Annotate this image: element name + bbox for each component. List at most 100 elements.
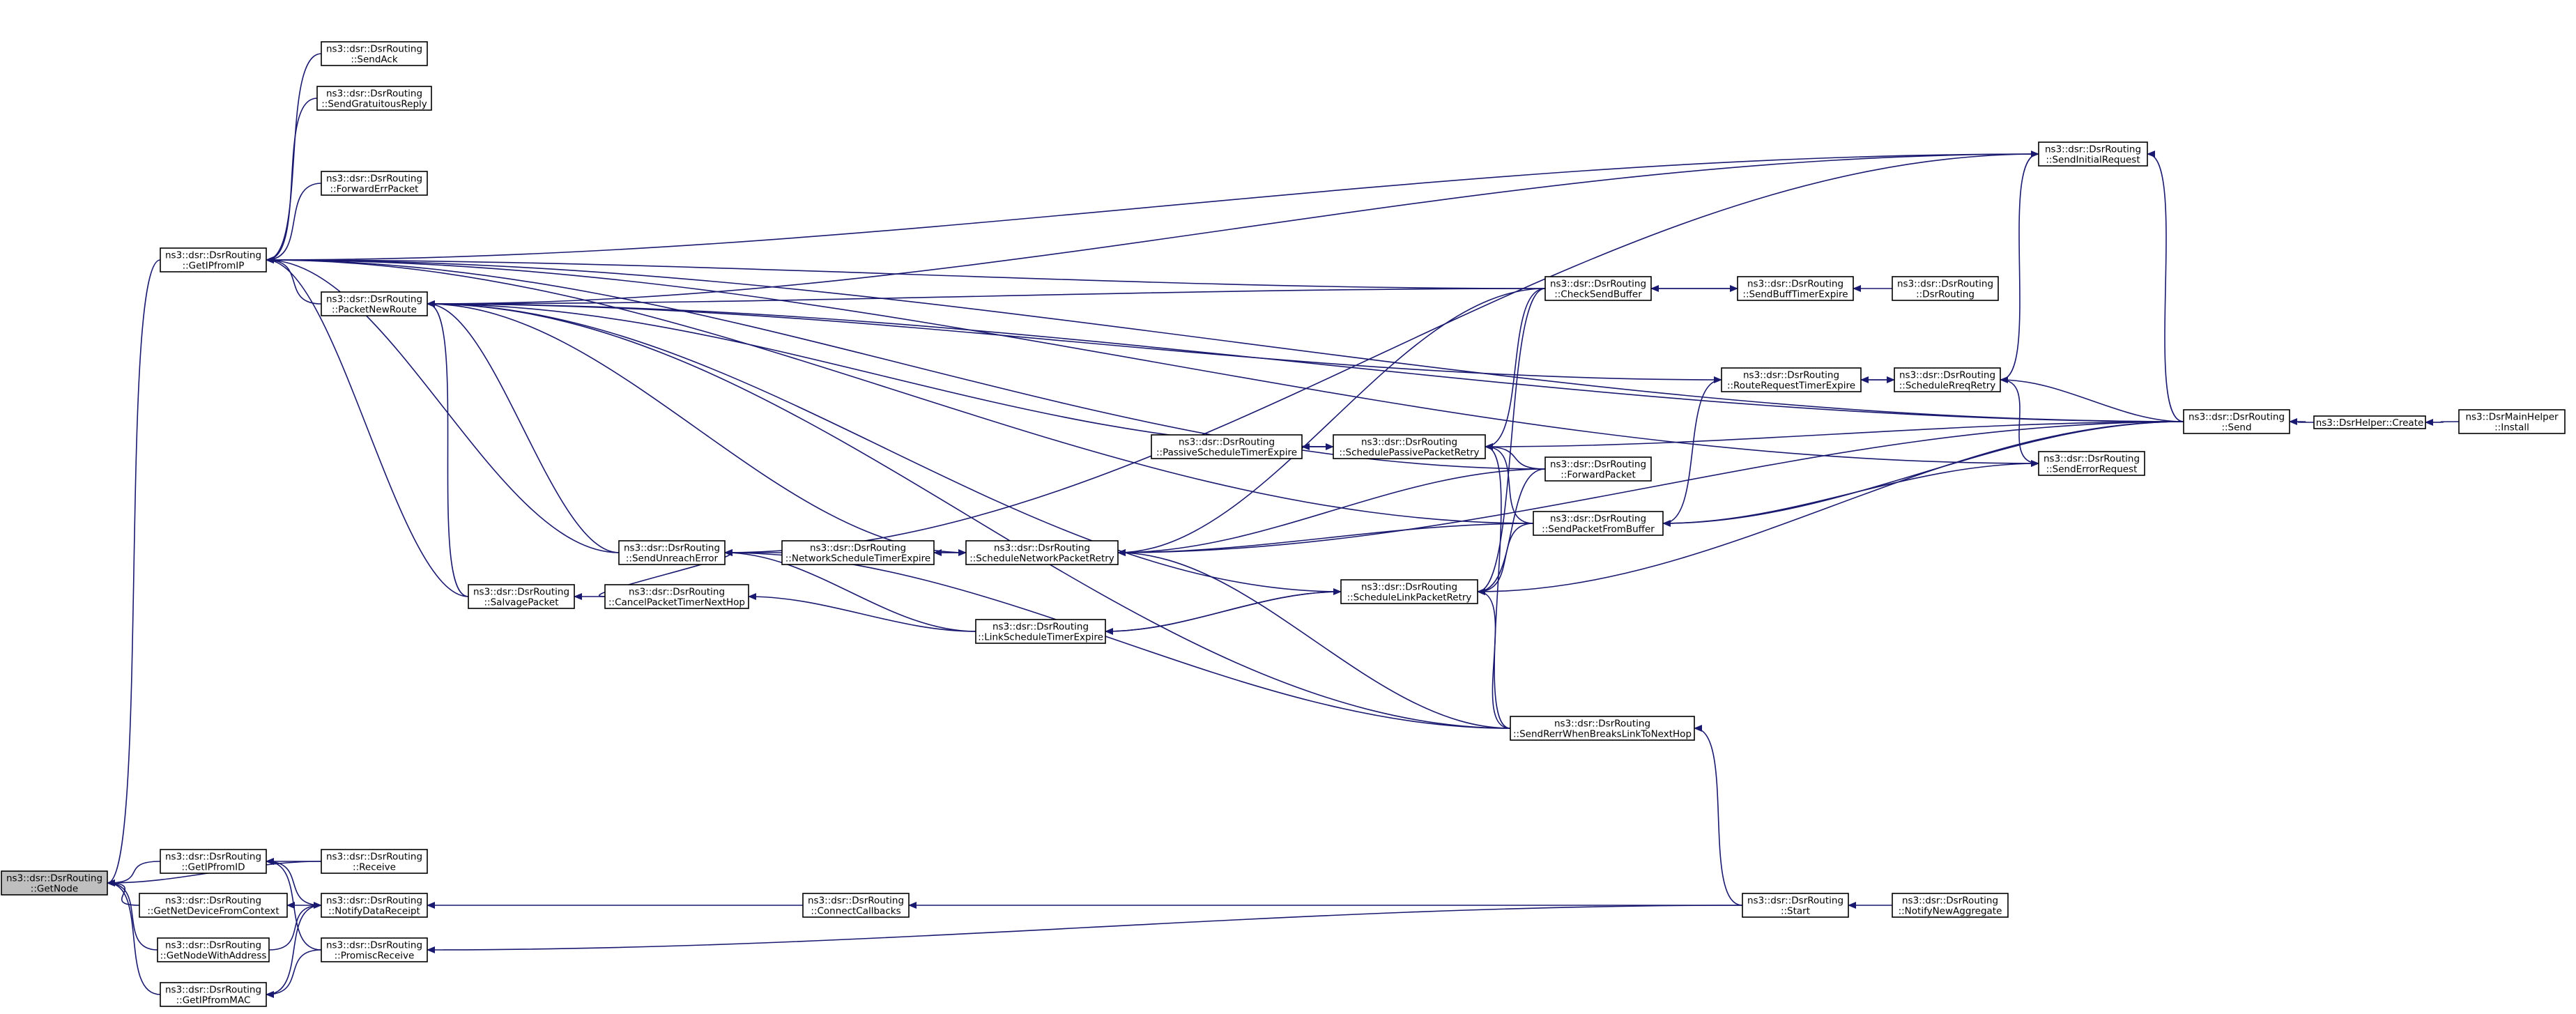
edge-send-packet-from-buffer-to-get-i-pfrom-ip (266, 256, 1534, 524)
edge-schedule-rreq-retry-to-send-error-request (2000, 379, 2039, 467)
node-label-line: ns3::dsr::DsrRouting (473, 587, 569, 598)
edge-promisc-receive-to-get-i-pfrom-mac (266, 949, 322, 998)
edge-send-initial-request-to-send-unreach-error (724, 153, 2039, 556)
edge-send-packet-from-buffer-to-schedule-link-packet-retry (1477, 523, 1534, 595)
node-connect-callbacks[interactable]: ns3::dsr::DsrRouting::ConnectCallbacks (802, 893, 910, 918)
node-box (1721, 367, 1862, 392)
node-box (321, 291, 428, 316)
node-label-line: ::SendPacketFromBuffer (1542, 524, 1655, 535)
node-network-schedule-timer-expire[interactable]: ns3::dsr::DsrRouting::NetworkScheduleTim… (781, 540, 935, 565)
node-schedule-rreq-retry[interactable]: ns3::dsr::DsrRouting::ScheduleRreqRetry (1894, 367, 2001, 392)
node-label-line: ::GetNetDeviceFromContext (147, 906, 279, 917)
node-box (1742, 893, 1849, 918)
node-label-line: ::NotifyNewAggregate (1899, 906, 2002, 917)
node-notify-new-aggregate[interactable]: ns3::dsr::DsrRouting::NotifyNewAggregate (1892, 893, 2009, 918)
node-forward-err-packet[interactable]: ns3::dsr::DsrRouting::ForwardErrPacket (321, 171, 428, 196)
node-box (1544, 456, 1652, 482)
edge-forward-packet-to-schedule-passive-packet-retry (1485, 443, 1546, 470)
node-label-line: ns3::dsr::DsrRouting (1743, 370, 1839, 381)
edge-send-to-schedule-link-packet-retry (1477, 421, 2184, 595)
node-box (2038, 451, 2145, 476)
node-label-line: ::ForwardPacket (1561, 470, 1636, 481)
node-dsr-routing-ctor[interactable]: ns3::dsr::DsrRouting::DsrRouting (1892, 276, 1999, 301)
node-send-gratuitous-reply[interactable]: ns3::dsr::DsrRouting::SendGratuitousRepl… (316, 86, 432, 111)
node-send[interactable]: ns3::dsr::DsrRouting::Send (2183, 409, 2290, 434)
node-get-i-pfrom-mac[interactable]: ns3::dsr::DsrRouting::GetIPfromMAC (160, 982, 267, 1007)
node-forward-packet[interactable]: ns3::dsr::DsrRouting::ForwardPacket (1544, 456, 1652, 482)
edge-send-rerr-when-breaks-link-to-next-hop-to-send-unreach-error (724, 549, 1511, 729)
node-label-line: ns3::dsr::DsrRouting (165, 896, 261, 907)
node-box (1892, 893, 2009, 918)
node-send-rerr-when-breaks-link-to-next-hop[interactable]: ns3::dsr::DsrRouting::SendRerrWhenBreaks… (1510, 716, 1695, 741)
node-send-unreach-error[interactable]: ns3::dsr::DsrRouting::SendUnreachError (618, 540, 726, 565)
node-label-line: ::DsrRouting (1916, 289, 1975, 300)
node-get-i-pfrom-ip[interactable]: ns3::dsr::DsrRouting::GetIPfromIP (160, 247, 267, 272)
node-label-line: ::GetIPfromIP (183, 261, 245, 272)
edge-get-net-device-from-context-to-get-node (107, 879, 140, 906)
node-box (1510, 716, 1695, 741)
node-label-line: ::PacketNewRoute (332, 305, 417, 316)
node-salvage-packet[interactable]: ns3::dsr::DsrRouting::SalvagePacket (468, 584, 575, 609)
edge-check-send-buffer-to-schedule-link-packet-retry (1477, 288, 1546, 595)
node-label-line: ns3::dsr::DsrRouting (992, 622, 1089, 633)
node-passive-schedule-timer-expire[interactable]: ns3::dsr::DsrRouting::PassiveScheduleTim… (1151, 434, 1303, 459)
node-get-i-pfrom-id[interactable]: ns3::dsr::DsrRouting::GetIPfromID (160, 849, 267, 874)
node-box (2183, 409, 2290, 434)
edge-packet-new-route-to-get-i-pfrom-ip (266, 256, 322, 305)
node-label-line: ns3::dsr::DsrRouting (165, 940, 261, 951)
node-label-line: ns3::dsr::DsrRouting (1179, 437, 1275, 448)
node-cancel-packet-timer-next-hop[interactable]: ns3::dsr::DsrRouting::CancelPacketTimerN… (604, 584, 749, 609)
node-get-node[interactable]: ns3::dsr::DsrRouting::GetNode (1, 870, 108, 896)
edge-send-rerr-when-breaks-link-to-next-hop-to-schedule-network-packet-retry (1117, 549, 1511, 729)
node-dsr-main-helper-install[interactable]: ns3::DsrMainHelper::Install (2458, 409, 2566, 434)
node-schedule-passive-packet-retry[interactable]: ns3::dsr::DsrRouting::SchedulePassivePac… (1333, 434, 1486, 459)
node-label-line: ::CheckSendBuffer (1554, 289, 1642, 300)
node-box (1340, 579, 1478, 604)
node-label-line: ::PassiveScheduleTimerExpire (1156, 447, 1297, 459)
node-packet-new-route[interactable]: ns3::dsr::DsrRouting::PacketNewRoute (321, 291, 428, 316)
edge-check-send-buffer-to-get-i-pfrom-ip (266, 256, 1546, 289)
node-box (2313, 415, 2426, 429)
node-label-line: ::Send (2221, 422, 2251, 433)
node-send-buff-timer-expire[interactable]: ns3::dsr::DsrRouting::SendBuffTimerExpir… (1737, 276, 1854, 301)
node-label-line: ns3::dsr::DsrRouting (1897, 279, 1993, 290)
node-box (975, 619, 1106, 644)
node-label-line: ::GetIPfromID (181, 862, 245, 873)
node-start[interactable]: ns3::dsr::DsrRouting::Start (1742, 893, 1849, 918)
node-box (1, 870, 108, 896)
node-label-line: ::Receive (353, 862, 396, 873)
node-label-line: ::ScheduleLinkPacketRetry (1347, 592, 1472, 604)
node-schedule-network-packet-retry[interactable]: ns3::dsr::DsrRouting::ScheduleNetworkPac… (965, 540, 1119, 565)
node-send-error-request[interactable]: ns3::dsr::DsrRouting::SendErrorRequest (2038, 451, 2145, 476)
node-receive[interactable]: ns3::dsr::DsrRouting::Receive (321, 849, 428, 874)
edge-send-packet-from-buffer-to-route-request-timer-expire (1662, 376, 1722, 524)
node-label-line: ::NetworkScheduleTimerExpire (785, 553, 931, 564)
node-send-initial-request[interactable]: ns3::dsr::DsrRouting::SendInitialRequest (2038, 141, 2148, 167)
node-box (139, 893, 288, 918)
edge-send-to-schedule-rreq-retry (2000, 376, 2184, 422)
node-promisc-receive[interactable]: ns3::dsr::DsrRouting::PromiscReceive (321, 937, 428, 962)
node-send-ack[interactable]: ns3::dsr::DsrRouting::SendAck (321, 41, 428, 66)
node-label-line: ::ScheduleNetworkPacketRetry (969, 553, 1114, 564)
edge-start-to-send-rerr-when-breaks-link-to-next-hop (1694, 725, 1743, 906)
nodes-layer: ns3::dsr::DsrRouting::GetNodens3::dsr::D… (1, 41, 2566, 1007)
node-check-send-buffer[interactable]: ns3::dsr::DsrRouting::CheckSendBuffer (1544, 276, 1652, 301)
node-label-line: ::CancelPacketTimerNextHop (608, 597, 745, 608)
node-schedule-link-packet-retry[interactable]: ns3::dsr::DsrRouting::ScheduleLinkPacket… (1340, 579, 1478, 604)
edge-send-to-send-initial-request (2147, 151, 2184, 422)
node-box (2458, 409, 2566, 434)
node-route-request-timer-expire[interactable]: ns3::dsr::DsrRouting::RouteRequestTimerE… (1721, 367, 1862, 392)
node-get-node-with-address[interactable]: ns3::dsr::DsrRouting::GetNodeWithAddress (157, 937, 270, 962)
node-dsr-helper-create[interactable]: ns3::DsrHelper::Create (2313, 415, 2426, 429)
node-get-net-device-from-context[interactable]: ns3::dsr::DsrRouting::GetNetDeviceFromCo… (139, 893, 288, 918)
node-box (321, 171, 428, 196)
edge-notify-data-receipt-to-get-i-pfrom-id (266, 858, 322, 906)
node-label-line: ns3::dsr::DsrRouting (326, 294, 422, 305)
node-label-line: ns3::DsrHelper::Create (2316, 417, 2424, 429)
node-link-schedule-timer-expire[interactable]: ns3::dsr::DsrRouting::LinkScheduleTimerE… (975, 619, 1106, 644)
node-send-packet-from-buffer[interactable]: ns3::dsr::DsrRouting::SendPacketFromBuff… (1533, 511, 1664, 536)
node-label-line: ns3::dsr::DsrRouting (1902, 896, 1998, 907)
node-notify-data-receipt[interactable]: ns3::dsr::DsrRouting::NotifyDataReceipt (321, 893, 428, 918)
node-label-line: ::RouteRequestTimerExpire (1727, 381, 1855, 392)
